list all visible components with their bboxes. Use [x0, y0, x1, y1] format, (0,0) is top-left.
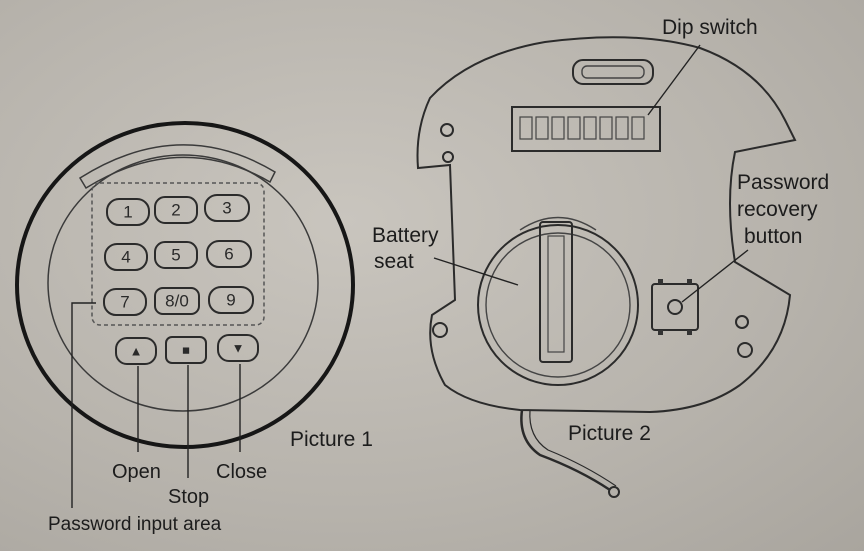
key-6: 6 — [206, 240, 252, 268]
svg-text:9: 9 — [226, 291, 235, 310]
key-9: 9 — [208, 286, 254, 314]
mount-hole — [440, 123, 454, 137]
cable — [520, 409, 611, 492]
svg-text:6: 6 — [224, 245, 233, 264]
display-window — [78, 144, 276, 190]
svg-text:▼: ▼ — [232, 341, 245, 356]
board-outline — [416, 36, 797, 414]
svg-text:2: 2 — [171, 201, 180, 220]
password-input-area-box — [91, 182, 265, 326]
top-slot — [572, 59, 654, 85]
key-7: 7 — [103, 288, 147, 316]
mount-hole — [737, 342, 753, 358]
svg-text:4: 4 — [121, 248, 130, 267]
recovery-label-line2: recovery — [737, 198, 818, 221]
stop-label: Stop — [168, 486, 209, 508]
svg-text:3: 3 — [222, 199, 231, 218]
dip-switch-leader — [647, 44, 701, 116]
battery-seat-label-line2: seat — [374, 250, 414, 273]
svg-text:5: 5 — [171, 246, 180, 265]
password-recovery-button-shape — [651, 279, 699, 335]
password-input-leader — [71, 302, 96, 508]
password-input-area-label: Password input area — [48, 514, 222, 535]
mount-hole — [432, 322, 448, 338]
key-3: 3 — [204, 194, 250, 222]
recovery-label-line3: button — [744, 225, 802, 248]
svg-text:7: 7 — [120, 293, 129, 312]
open-label: Open — [112, 461, 161, 483]
battery-seat-label-line1: Battery — [372, 224, 439, 247]
stop-button-shape: ■ — [165, 336, 207, 364]
key-4: 4 — [104, 243, 148, 271]
picture2-board — [416, 36, 797, 498]
key-5: 5 — [154, 241, 198, 269]
dip-switch-shape — [511, 106, 661, 152]
mount-hole — [735, 315, 749, 329]
svg-text:8/0: 8/0 — [165, 292, 189, 311]
picture2-caption: Picture 2 — [568, 422, 651, 445]
key-2: 2 — [154, 196, 198, 224]
dip-switch-label: Dip switch — [662, 16, 758, 39]
svg-text:▲: ▲ — [130, 344, 143, 359]
recovery-leader — [681, 249, 749, 303]
close-button-shape: ▼ — [217, 334, 259, 362]
close-label: Close — [216, 461, 267, 483]
svg-text:■: ■ — [182, 343, 190, 358]
key-8-0: 8/0 — [154, 287, 200, 315]
battery-seat-shape — [477, 216, 639, 386]
dip-switch-pins — [519, 116, 645, 140]
open-button-shape: ▲ — [115, 337, 157, 365]
svg-text:1: 1 — [123, 203, 132, 222]
picture1-keypad-device: 1 2 3 4 5 6 7 8/0 9 ▲ ■ ▼ — [15, 121, 355, 508]
mount-hole — [442, 151, 454, 163]
battery-seat-leader — [433, 257, 519, 286]
recovery-label-line1: Password — [737, 171, 829, 194]
key-1: 1 — [106, 198, 150, 226]
picture1-caption: Picture 1 — [290, 428, 373, 451]
